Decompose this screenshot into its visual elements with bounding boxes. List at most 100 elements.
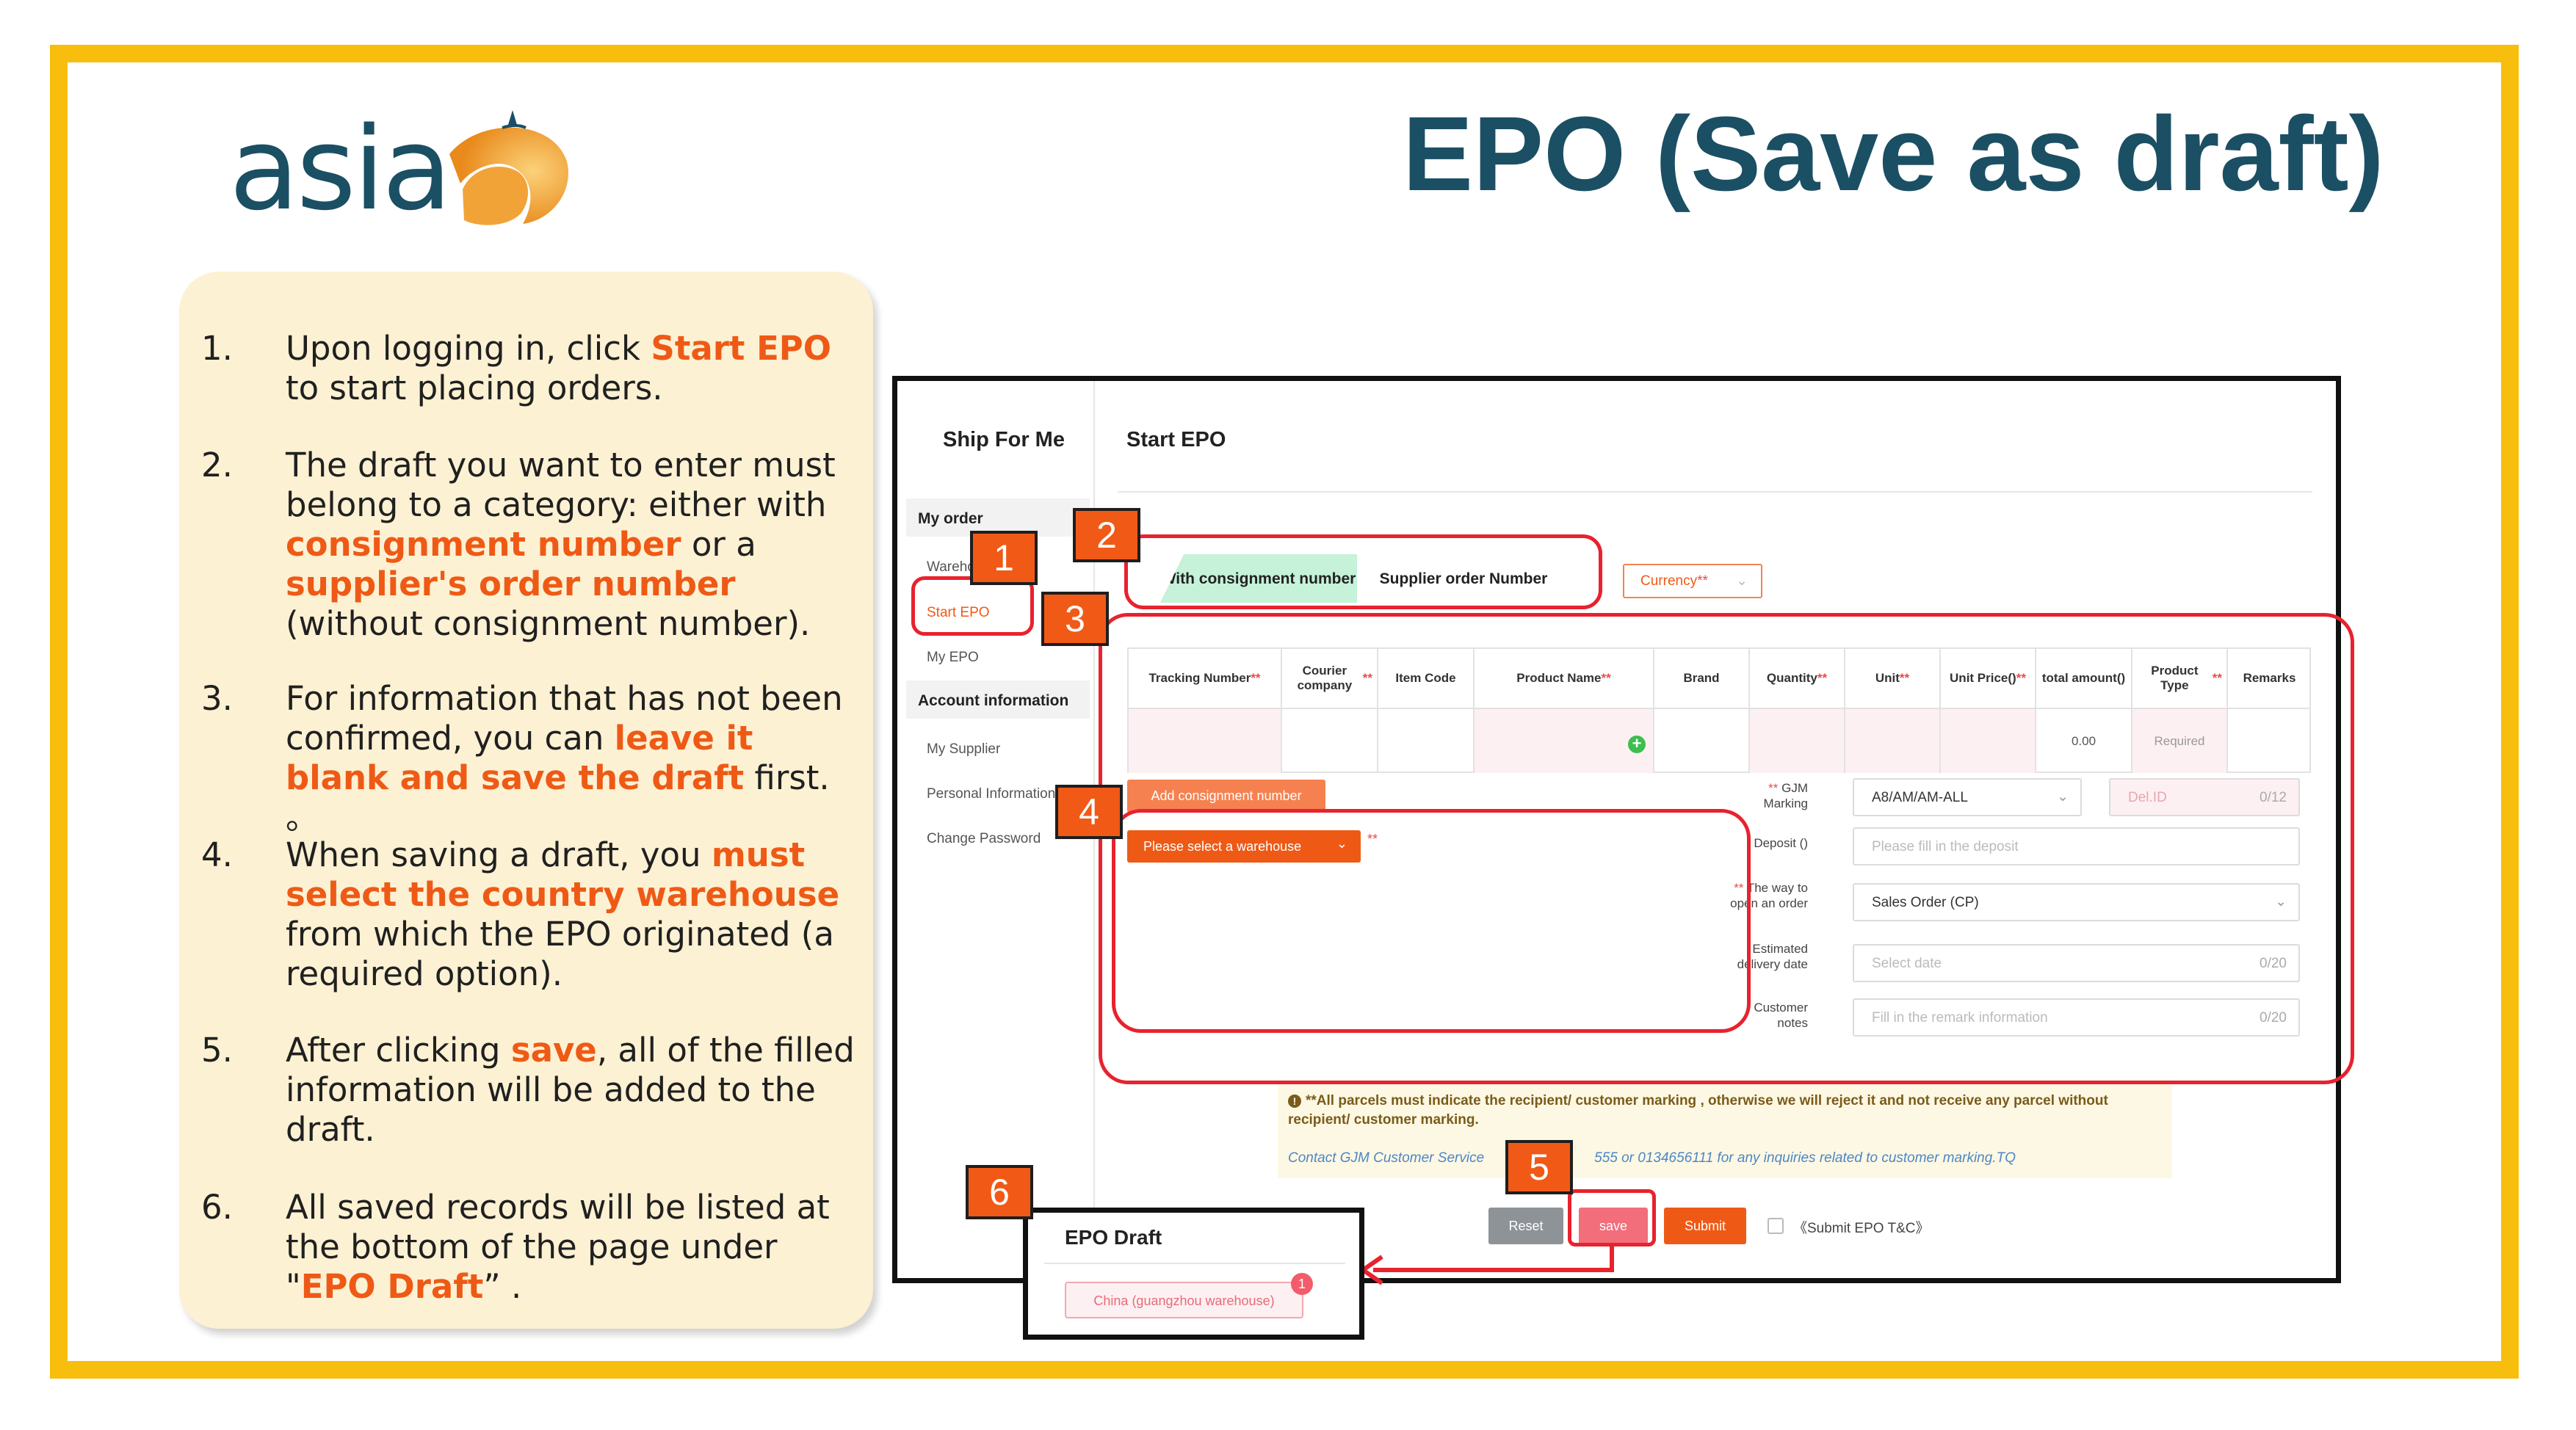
del-id-input[interactable]: Del.ID 0/12	[2109, 778, 2300, 816]
step-text: When saving a draft, you must select the…	[286, 835, 866, 994]
callout-badge-5: 5	[1505, 1140, 1573, 1194]
col-unit: Unit**	[1845, 649, 1941, 708]
slide-title: EPO (Save as draft)	[1403, 95, 2384, 213]
epo-draft-panel: EPO Draft China (guangzhou warehouse) 1	[1023, 1208, 1364, 1340]
col-label: Item Code	[1395, 671, 1456, 685]
cell-quantity[interactable]	[1750, 708, 1845, 773]
cell-product-name[interactable]: +	[1475, 708, 1654, 773]
step-text-part: first. 。	[286, 758, 830, 837]
step-text: The draft you want to enter must belong …	[286, 446, 866, 644]
col-label: Unit	[1875, 671, 1900, 685]
reset-button[interactable]: Reset	[1488, 1208, 1563, 1244]
del-id-count: 0/12	[2260, 790, 2287, 805]
step-text-part: from which the EPO originated (a require…	[286, 915, 834, 993]
step-number: 5.	[201, 1031, 233, 1070]
save-button[interactable]: save	[1579, 1208, 1648, 1244]
currency-required-mark: **	[1697, 573, 1708, 589]
notice-box	[1278, 1083, 2172, 1178]
add-consignment-number-button[interactable]: Add consignment number	[1127, 780, 1325, 813]
step-text-part: ” .	[483, 1267, 522, 1306]
col-unit-price: Unit Price()**	[1941, 649, 2036, 708]
col-label: Unit Price()	[1950, 671, 2016, 685]
sidebar-item-my-epo[interactable]: My EPO	[927, 650, 979, 665]
terms-link[interactable]: 《Submit EPO T&C》	[1793, 1221, 1930, 1236]
col-required-mark: **	[2016, 671, 2026, 685]
cell-unit[interactable]	[1845, 708, 1941, 773]
logo-text: asia	[229, 102, 452, 236]
step-text-part: Upon logging in, click	[286, 329, 651, 368]
delivery-date-count: 0/20	[2260, 956, 2287, 971]
step-text-part: , all of the filled information will be …	[286, 1031, 855, 1149]
terms-checkbox[interactable]	[1768, 1218, 1784, 1234]
step-highlight: EPO Draft	[300, 1267, 484, 1306]
notice-contact-a: Contact GJM Customer Service	[1288, 1150, 1485, 1166]
add-circle-icon[interactable]: +	[1628, 736, 1646, 753]
currency-select[interactable]: Currency** ⌄	[1623, 564, 1762, 598]
draft-divider	[1044, 1263, 1345, 1264]
col-required-mark: **	[1251, 671, 1261, 685]
col-remarks: Remarks	[2228, 649, 2311, 708]
cell-remarks[interactable]	[2228, 708, 2311, 773]
cell-item-code[interactable]	[1378, 708, 1475, 773]
step-highlight: Start EPO	[651, 329, 832, 368]
callout-outline-2	[1124, 534, 1602, 609]
col-brand: Brand	[1654, 649, 1750, 708]
callout-badge-3: 3	[1041, 592, 1109, 646]
cell-brand[interactable]	[1654, 708, 1750, 773]
gjm-marking-value: A8/AM/AM-ALL	[1872, 790, 1968, 805]
warehouse-select[interactable]: Please select a warehouse ⌄	[1127, 830, 1361, 863]
gjm-marking-select[interactable]: A8/AM/AM-ALL ⌄	[1853, 778, 2082, 816]
sidebar-section-my-order: My order	[906, 498, 1090, 537]
callout-badge-1: 1	[970, 531, 1038, 585]
step-number: 6.	[201, 1188, 233, 1227]
callout-badge-2: 2	[1073, 508, 1140, 562]
chevron-down-icon: ⌄	[2057, 789, 2069, 805]
epo-draft-title: EPO Draft	[1065, 1226, 1162, 1249]
tab-supplier-order-number[interactable]: Supplier order Number	[1357, 554, 1570, 603]
callout-outline-1	[911, 576, 1034, 636]
col-label: Product Type	[2151, 664, 2199, 692]
col-item-code: Item Code	[1378, 649, 1475, 708]
step-text-part: to start placing orders.	[286, 369, 663, 407]
submit-button[interactable]: Submit	[1664, 1208, 1746, 1244]
col-required-mark: **	[1362, 671, 1372, 685]
step-text: For information that has not been confir…	[286, 679, 866, 838]
cell-total-amount: 0.00	[2036, 708, 2132, 773]
deposit-input[interactable]: Please fill in the deposit	[1853, 827, 2300, 865]
draft-item-china-guangzhou[interactable]: China (guangzhou warehouse)	[1065, 1282, 1303, 1318]
col-required-mark: **	[1601, 671, 1611, 685]
col-required-mark: **	[1817, 671, 1828, 685]
col-product-type: Product Type **	[2132, 649, 2228, 708]
callout-outline-3	[1099, 613, 2354, 1084]
col-required-mark: **	[1899, 671, 1910, 685]
deposit-label: Deposit ()	[1754, 836, 1808, 850]
sidebar-item-start-epo[interactable]: Start EPO	[927, 605, 990, 620]
sidebar-item-personal-information[interactable]: Personal Information	[927, 786, 1056, 802]
sidebar-item-my-supplier[interactable]: My Supplier	[927, 741, 1001, 757]
col-label: total amount()	[2041, 671, 2126, 685]
tab-with-consignment-number[interactable]: With consignment number	[1160, 554, 1357, 603]
del-id-placeholder: Del.ID	[2128, 790, 2167, 805]
order-way-select[interactable]: Sales Order (CP)⌄	[1853, 883, 2300, 921]
chevron-down-icon: ⌄	[1336, 836, 1347, 851]
callout-badge-6: 6	[966, 1165, 1033, 1219]
cell-courier-company[interactable]	[1282, 708, 1378, 773]
col-required-mark: **	[2212, 671, 2222, 685]
customer-notes-placeholder: Fill in the remark information	[1872, 1010, 2048, 1026]
sidebar-item-change-password[interactable]: Change Password	[927, 831, 1041, 846]
warehouse-required-mark: **	[1367, 832, 1378, 846]
step-highlight: leave it blank and save the draft	[286, 719, 753, 797]
cell-unit-price[interactable]	[1941, 708, 2036, 773]
step-text-part: (without consignment number).	[286, 604, 811, 643]
step-text-part: All saved records will be listed at the …	[286, 1188, 830, 1306]
cell-tracking-number[interactable]	[1129, 708, 1282, 773]
delivery-date-label: Estimated delivery date	[1737, 942, 1808, 971]
notice-main-text: **All parcels must indicate the recipien…	[1288, 1093, 2108, 1128]
cell-product-type[interactable]: Required	[2132, 708, 2228, 773]
step-highlight: supplier's order number	[286, 565, 736, 603]
gjm-marking-label-text: GJM Marking	[1763, 781, 1808, 810]
